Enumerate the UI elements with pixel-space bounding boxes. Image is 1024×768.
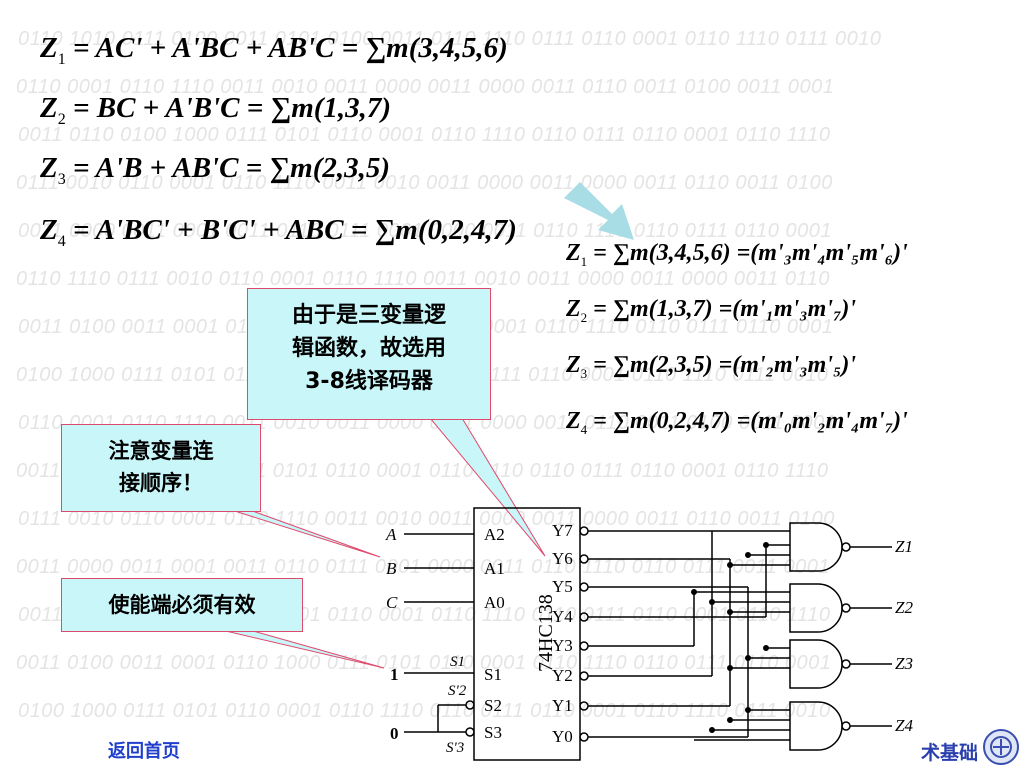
pin-y0: Y0	[552, 727, 573, 746]
enable-low-value: 0	[390, 724, 399, 743]
pin-y3: Y3	[552, 636, 573, 655]
pin-y7: Y7	[552, 521, 573, 540]
back-home-link[interactable]: 返回首页	[108, 741, 180, 762]
callout-decoder-choice: 由于是三变量逻 辑函数，故选用 3-8线译码器	[247, 288, 491, 420]
pin-y5: Y5	[552, 577, 573, 596]
output-z2-label: Z2	[895, 598, 913, 617]
background-binary-row: 0111 0010 0110 0001 0110 1110 0011 0010 …	[18, 508, 835, 530]
minterm-equation-z2: Z2 = ∑m(1,3,7) =(m'₁m'₃m'₇)'	[566, 296, 857, 325]
chip-name-label: 74HC138	[535, 594, 557, 672]
enable-label-s3: S'3	[446, 740, 464, 756]
minterm-equation-z1: Z1 = ∑m(3,4,5,6) =(m'₃m'₄m'₅m'₆)'	[566, 240, 908, 269]
nand-gate-z1	[789, 522, 843, 572]
nand-gate-z4	[789, 701, 843, 751]
enable-label-s1: S1	[450, 654, 465, 670]
background-binary-row: 0011 0000 0011 0001 0011 0110 0111 0001 …	[16, 556, 830, 578]
equation-z2: Z2 = BC + A'B'C = ∑m(1,3,7)	[40, 92, 392, 128]
pin-a1: A1	[484, 559, 505, 578]
output-z4-label: Z4	[895, 716, 913, 735]
background-binary-row: 0011 0100 0011 0001 0110 1000 0111 0101 …	[16, 652, 832, 674]
output-z3-label: Z3	[895, 654, 913, 673]
output-z1-label: Z1	[895, 537, 913, 556]
equation-z1: Z1 = AC' + A'BC + AB'C = ∑m(3,4,5,6)	[40, 32, 508, 68]
nand-gate-z3	[789, 639, 843, 689]
background-binary-row: 0011 0110 0100 1000 0111 0101 0110 0001 …	[18, 124, 831, 146]
university-logo-icon	[983, 729, 1019, 765]
equation-z3: Z3 = A'B + AB'C = ∑m(2,3,5)	[40, 152, 391, 188]
pin-a0: A0	[484, 593, 505, 612]
pin-y2: Y2	[552, 666, 573, 685]
equation-z4: Z4 = A'BC' + B'C' + ABC = ∑m(0,2,4,7)	[40, 214, 517, 250]
input-a-label: A	[385, 525, 397, 544]
pin-a2: A2	[484, 525, 505, 544]
callout-variable-order: 注意变量连 接顺序！	[61, 424, 261, 512]
enable-label-s2: S'2	[448, 683, 467, 699]
pin-s1: S1	[484, 665, 502, 684]
transform-arrow	[564, 182, 634, 240]
decoder-circuit: A B C 1 0 A2 A1 A0 S1 S'2 S'3 S1 S2 S3 Y…	[385, 507, 913, 761]
pin-y1: Y1	[552, 696, 573, 715]
background-binary-row: 0110 1110 0111 0010 0110 0001 0110 1110 …	[16, 268, 830, 290]
background-binary-row: 0110 0001 0110 1110 0011 0010 0011 0000 …	[16, 76, 835, 98]
background-binary-row: 0110 1010 0111 0100 0011 0101 0100 0011 …	[18, 28, 882, 50]
input-b-label: B	[386, 559, 397, 578]
background-binary-row: 0111 0010 0110 0001 0110 1110 0011 0010 …	[16, 172, 833, 194]
pin-y4: Y4	[552, 607, 573, 626]
minterm-equation-z3: Z3 = ∑m(2,3,5) =(m'₂m'₃m'₅)'	[566, 352, 857, 381]
pin-s3: S3	[484, 723, 502, 742]
input-c-label: C	[386, 593, 398, 612]
pin-s2: S2	[484, 696, 502, 715]
nand-gate-z2	[789, 583, 843, 633]
enable-high-value: 1	[390, 665, 399, 684]
decoder-chip	[473, 507, 581, 761]
minterm-equation-z4: Z4 = ∑m(0,2,4,7) =(m'₀m'₂m'₄m'₇)'	[566, 408, 908, 437]
pin-y6: Y6	[552, 549, 573, 568]
course-title: 术基础	[920, 742, 978, 764]
callout-enable-valid: 使能端必须有效	[61, 578, 303, 632]
